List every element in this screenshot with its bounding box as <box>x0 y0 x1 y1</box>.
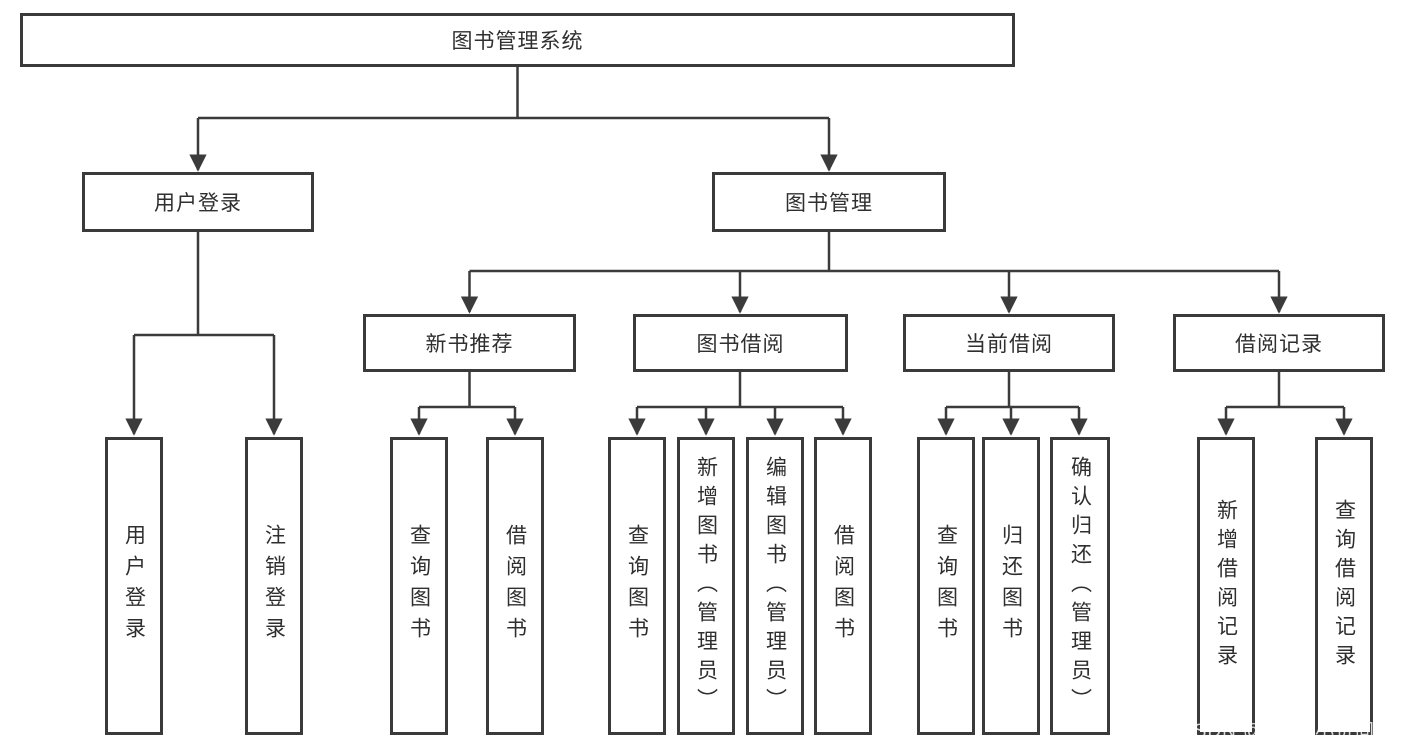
leaf-edit-books-admin-label: 编辑图书（管理员） <box>763 455 787 717</box>
leaf-user-login: 用户登录 <box>105 437 163 735</box>
connector-user-login-to-leaves <box>125 232 283 436</box>
node-root: 图书管理系统 <box>20 13 1015 67</box>
node-book-management-branch: 图书管理 <box>712 172 946 232</box>
leaf-edit-books-admin: 编辑图书（管理员） <box>746 437 804 735</box>
leaf-borrow-books-recommend: 借阅图书 <box>486 437 544 735</box>
leaf-add-borrow-record: 新增借阅记录 <box>1197 437 1255 735</box>
csdn-watermark: CSDN @软件_小贺同学 <box>1179 721 1395 742</box>
connector-current-borrow <box>937 372 1088 436</box>
node-borrow-records-label: 借阅记录 <box>1235 333 1323 356</box>
leaf-query-books-recommend-label: 查询图书 <box>407 524 431 648</box>
leaf-logout-label: 注销登录 <box>262 524 286 648</box>
node-root-label: 图书管理系统 <box>451 30 584 53</box>
node-user-login-branch: 用户登录 <box>82 172 314 232</box>
leaf-query-borrow-record-label: 查询借阅记录 <box>1332 499 1356 673</box>
connector-book-borrow <box>628 372 852 436</box>
node-current-borrow-label: 当前借阅 <box>965 333 1053 356</box>
leaf-confirm-return-admin: 确认归还（管理员） <box>1050 437 1110 735</box>
leaf-query-borrow-record: 查询借阅记录 <box>1315 437 1373 735</box>
node-book-borrow: 图书借阅 <box>633 314 848 372</box>
leaf-borrow-books-recommend-label: 借阅图书 <box>503 524 527 648</box>
node-new-book-recommend-label: 新书推荐 <box>425 333 514 356</box>
leaf-add-books-admin-label: 新增图书（管理员） <box>694 455 718 717</box>
node-borrow-records: 借阅记录 <box>1173 314 1385 372</box>
connector-borrow-records <box>1217 372 1353 436</box>
node-current-borrow: 当前借阅 <box>903 314 1115 372</box>
connector-root-to-level2 <box>189 67 838 172</box>
leaf-borrow-books-label: 借阅图书 <box>831 524 855 648</box>
leaf-logout: 注销登录 <box>245 437 303 735</box>
leaf-borrow-books: 借阅图书 <box>814 437 872 735</box>
leaf-return-books: 归还图书 <box>982 437 1040 735</box>
node-user-login-branch-label: 用户登录 <box>154 192 242 215</box>
node-book-borrow-label: 图书借阅 <box>696 333 785 356</box>
leaf-add-books-admin: 新增图书（管理员） <box>677 437 735 735</box>
leaf-confirm-return-admin-label: 确认归还（管理员） <box>1068 455 1092 717</box>
node-new-book-recommend: 新书推荐 <box>363 314 576 372</box>
leaf-user-login-label: 用户登录 <box>122 524 146 648</box>
leaf-return-books-label: 归还图书 <box>999 524 1023 648</box>
leaf-query-books-borrow: 查询图书 <box>608 437 666 735</box>
connector-new-book-recommend <box>410 372 524 436</box>
leaf-query-books-recommend: 查询图书 <box>390 437 448 735</box>
leaf-add-borrow-record-label: 新增借阅记录 <box>1214 499 1238 673</box>
leaf-query-books-current: 查询图书 <box>917 437 975 735</box>
connector-book-management-to-level3 <box>460 232 1288 314</box>
node-book-management-branch-label: 图书管理 <box>785 192 873 215</box>
leaf-query-books-current-label: 查询图书 <box>934 524 958 648</box>
leaf-query-books-borrow-label: 查询图书 <box>625 524 649 648</box>
